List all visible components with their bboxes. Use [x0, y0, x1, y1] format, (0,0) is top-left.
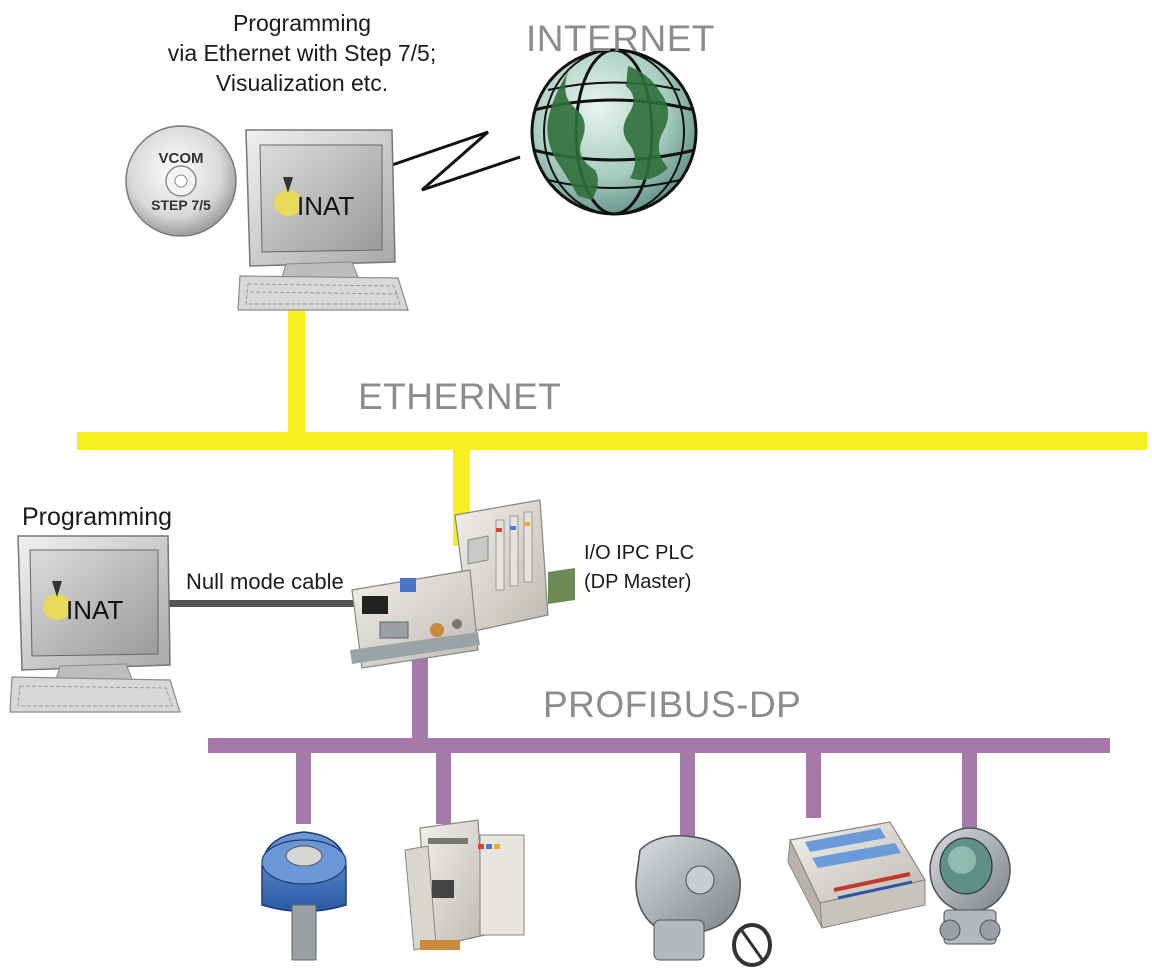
pressure-transmitter-icon	[929, 827, 1011, 945]
ethernet-label: ETHERNET	[358, 376, 562, 417]
cd-label-line1: VCOM	[159, 150, 204, 167]
monitor-logo-top: INAT	[297, 191, 354, 221]
null-cable-label: Null mode cable	[186, 569, 344, 594]
monitor-icon-local: INAT	[17, 535, 171, 687]
top-programming-caption: Programming via Ethernet with Step 7/5; …	[162, 8, 442, 98]
plc-label: I/O IPC PLC (DP Master)	[584, 539, 694, 597]
terminal-module-icon	[787, 821, 926, 929]
internet-link	[391, 130, 521, 192]
valve-actuator-icon	[635, 835, 772, 967]
internet-label: INTERNET	[526, 18, 715, 59]
caption-line-3: Visualization etc.	[215, 70, 389, 96]
keyboard-icon	[237, 275, 409, 311]
plc-icon	[350, 499, 575, 669]
keyboard-icon-local	[9, 676, 181, 713]
cd-label-line2: STEP 7/5	[151, 197, 211, 213]
local-programming-label: Programming	[22, 503, 173, 531]
monitor-icon: INAT	[245, 129, 396, 285]
null-mode-cable	[165, 600, 370, 607]
globe-icon	[530, 48, 698, 216]
profibus-bus	[208, 653, 1110, 850]
io-module-icon	[404, 819, 525, 951]
ethernet-bus	[77, 308, 1147, 546]
caption-line-1: Programming	[232, 10, 372, 36]
monitor-logo-local: INAT	[66, 595, 123, 625]
cd-icon: VCOM STEP 7/5	[125, 125, 237, 237]
profibus-label: PROFIBUS-DP	[543, 684, 802, 725]
temperature-transmitter-icon	[261, 831, 347, 961]
plc-label-line1: I/O IPC PLC	[584, 542, 695, 564]
plc-label-line2: (DP Master)	[584, 571, 692, 593]
caption-line-2: via Ethernet with Step 7/5;	[167, 40, 437, 66]
